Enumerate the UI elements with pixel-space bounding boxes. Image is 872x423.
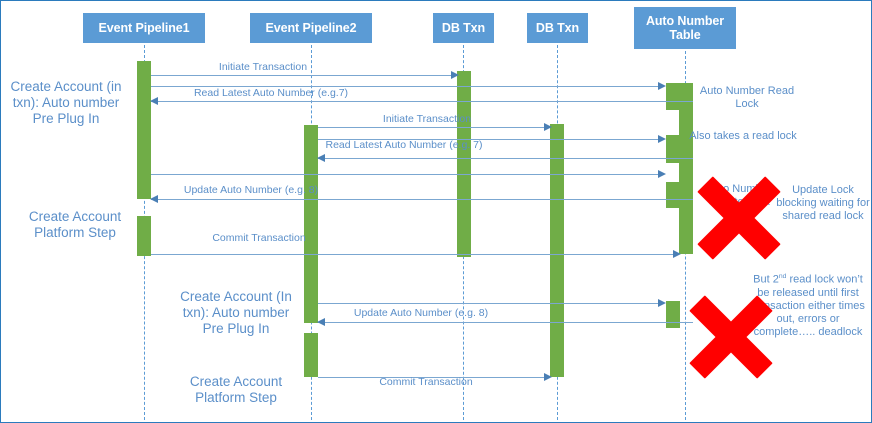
message-label-initiate-transaction-1: Initiate Transaction [218, 61, 308, 73]
message-label-initiate-transaction-2: Initiate Transaction [382, 113, 472, 125]
activation-event-pipeline-1-b [137, 216, 151, 256]
note-deadlock-ordinal: nd [778, 273, 787, 280]
lifeline-header-db-txn-2[interactable]: DB Txn [527, 13, 588, 43]
message-label-commit-transaction-1: Commit Transaction [212, 232, 306, 244]
message-arrow-update-request-1 [658, 169, 666, 178]
message-line-commit-transaction-2 [318, 377, 550, 378]
message-arrow-initiate-transaction-1 [451, 70, 459, 79]
label-create-account-pre-plugin-1: Create Account (in txn): Auto number Pre… [10, 79, 122, 127]
error-x-icon-update-lock-blocked [697, 176, 781, 260]
activation-auto-number-table-main [679, 83, 693, 254]
label-create-account-pre-plugin-2: Create Account (In txn): Auto number Pre… [180, 289, 292, 337]
message-line-initiate-transaction-2 [318, 127, 550, 128]
activation-auto-number-table-update-lock-2 [666, 301, 680, 328]
activation-auto-number-table-read-lock-1 [666, 83, 680, 110]
label-create-account-platform-step-1: Create Account Platform Step [28, 209, 122, 241]
lifeline-header-auto-number-table[interactable]: Auto Number Table [634, 7, 736, 49]
activation-db-txn-2 [550, 124, 564, 377]
note-deadlock: But 2nd read lock won’t be released unti… [749, 273, 867, 339]
message-label-update-auto-number-2: Update Auto Number (e.g. 8) [353, 307, 489, 319]
message-line-update-auto-number-1 [151, 199, 693, 200]
note-update-lock-blocking: Update Lock blocking waiting for shared … [776, 184, 870, 222]
activation-auto-number-table-update-lock-1 [666, 182, 680, 208]
message-line-update-auto-number-2 [318, 322, 693, 323]
message-arrow-commit-transaction-1 [673, 249, 681, 258]
note-also-takes-read-lock: Also takes a read lock [689, 130, 797, 142]
message-line-update-request-1 [151, 174, 660, 175]
message-line-read-request-1 [151, 86, 660, 87]
note-auto-number-read-lock: Auto Number Read Lock [699, 85, 795, 110]
lifeline-header-label: DB Txn [535, 21, 580, 35]
message-arrow-update-auto-number-2 [317, 317, 325, 326]
message-line-commit-transaction-1 [151, 254, 679, 255]
message-line-read-latest-auto-number-2 [318, 158, 693, 159]
message-arrow-update-auto-number-1 [150, 194, 158, 203]
note-deadlock-suffix: read lock won’t be released until first … [751, 273, 865, 338]
lifeline-header-db-txn-1[interactable]: DB Txn [433, 13, 494, 43]
message-label-read-latest-auto-number-2: Read Latest Auto Number (e.g. 7) [325, 139, 483, 151]
error-x-icon-deadlock [689, 295, 773, 379]
lifeline-header-label: Event Pipeline2 [265, 21, 357, 35]
lifeline-header-label: Event Pipeline1 [98, 21, 190, 35]
activation-event-pipeline-1-a [137, 61, 151, 199]
label-create-account-platform-step-2: Create Account Platform Step [189, 374, 283, 406]
message-arrow-read-request-2 [658, 134, 666, 143]
message-label-commit-transaction-2: Commit Transaction [379, 376, 473, 388]
lifeline-header-event-pipeline-1[interactable]: Event Pipeline1 [83, 13, 205, 43]
message-arrow-read-latest-auto-number-2 [317, 153, 325, 162]
message-line-initiate-transaction-1 [151, 75, 457, 76]
activation-event-pipeline-2-b [304, 333, 318, 377]
message-line-update-request-2 [318, 303, 660, 304]
lifeline-header-event-pipeline-2[interactable]: Event Pipeline2 [250, 13, 372, 43]
message-line-read-request-2 [318, 139, 660, 140]
lifeline-header-label: Auto Number Table [645, 14, 725, 42]
activation-db-txn-1 [457, 71, 471, 257]
activation-event-pipeline-2-a [304, 125, 318, 323]
message-label-update-auto-number-1: Update Auto Number (e.g. 8) [183, 184, 319, 196]
message-arrow-commit-transaction-2 [544, 372, 552, 381]
activation-auto-number-table-read-lock-2 [666, 135, 680, 163]
message-arrow-update-request-2 [658, 298, 666, 307]
note-deadlock-prefix: But 2 [753, 273, 779, 286]
message-label-read-latest-auto-number-1: Read Latest Auto Number (e.g.7) [193, 87, 349, 99]
message-arrow-initiate-transaction-2 [544, 122, 552, 131]
lifeline-header-label: DB Txn [441, 21, 486, 35]
message-arrow-read-latest-auto-number-1 [150, 96, 158, 105]
message-line-read-latest-auto-number-1 [151, 101, 693, 102]
message-arrow-read-request-1 [658, 81, 666, 90]
